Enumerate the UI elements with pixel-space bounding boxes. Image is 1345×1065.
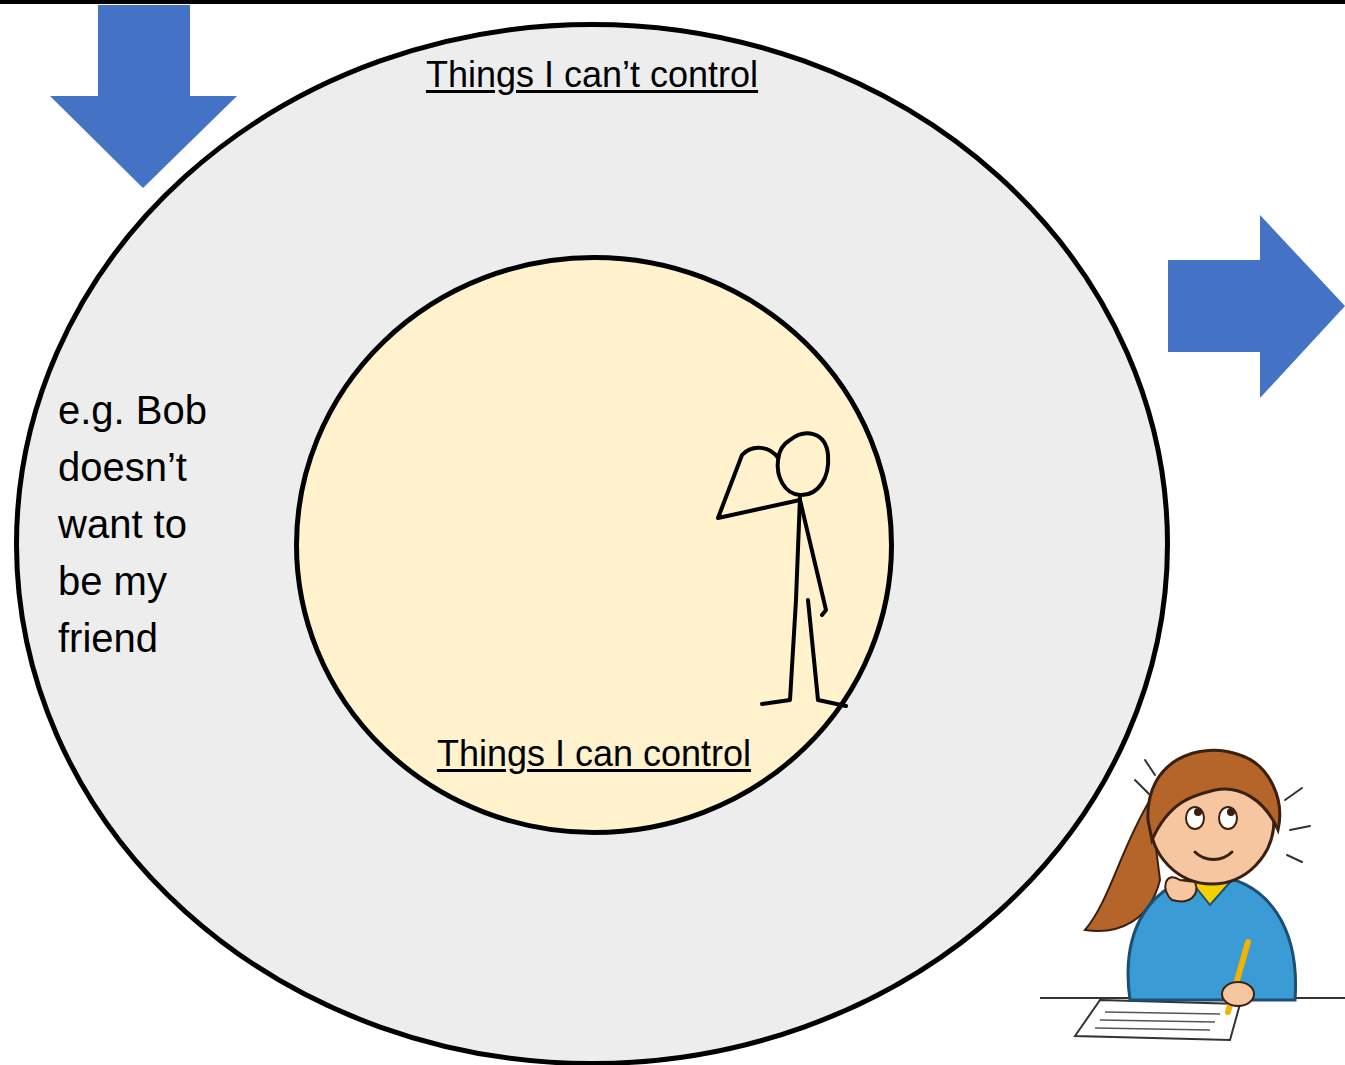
outer-ellipse: Things I can’t control e.g. Bob doesn’t w…: [14, 22, 1170, 1065]
down-arrow: [50, 5, 237, 188]
hand: [1165, 877, 1196, 901]
pencil: [1228, 942, 1248, 1012]
pupil-right: [1227, 808, 1235, 816]
stick-body: [796, 497, 800, 600]
hair-back: [1085, 800, 1160, 931]
shirt: [1190, 880, 1232, 905]
writing-hand: [1222, 982, 1254, 1006]
stick-leg-right: [800, 500, 846, 706]
eye-right: [1219, 807, 1237, 829]
smile: [1195, 852, 1232, 860]
hoodie: [1128, 875, 1295, 1000]
pupil-left: [1194, 808, 1202, 816]
ring-heading: Things I can’t control: [14, 52, 1170, 97]
stick-leg-left: [762, 600, 796, 704]
stick-figure: [718, 433, 846, 706]
paper-sheet: [1075, 1000, 1240, 1040]
right-arrow: [1168, 215, 1345, 398]
outer-ellipse-shape: [17, 25, 1168, 1064]
inner-circle: Things I can control: [294, 255, 894, 835]
thought-lines: [1135, 760, 1310, 862]
desk-line: [1040, 997, 1345, 999]
circle-heading: Things I can control: [294, 731, 894, 776]
stick-arm: [718, 448, 800, 518]
thinking-girl: [1040, 750, 1345, 1040]
eye-left: [1186, 807, 1204, 829]
hair-top: [1148, 750, 1280, 840]
face: [1150, 756, 1274, 884]
example-note: e.g. Bob doesn’t want to be my friend: [58, 382, 236, 667]
top-border: [0, 0, 1345, 4]
paper-lines: [1095, 1012, 1220, 1030]
stick-head: [778, 433, 829, 495]
